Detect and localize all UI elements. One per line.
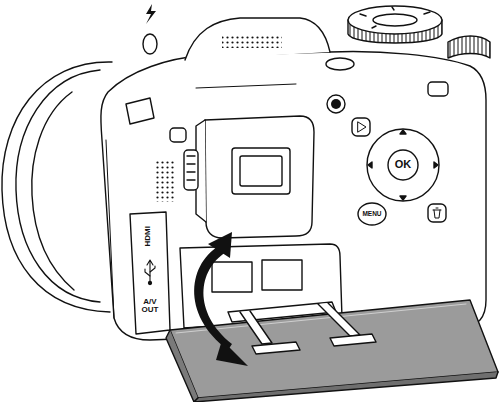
port-cover: [130, 212, 170, 334]
port-label: HDMI: [144, 219, 152, 253]
delete-button: [428, 204, 446, 222]
viewfinder-housing: [185, 18, 330, 88]
strap-lug: [126, 98, 154, 124]
shutter-ring: [326, 58, 354, 70]
function-button: [428, 82, 448, 96]
display-button: [170, 128, 186, 142]
playback-button: [352, 118, 370, 136]
menu-button: [358, 203, 386, 225]
speaker: [154, 160, 176, 202]
button-label: OK: [390, 159, 416, 171]
eyepiece: [184, 116, 314, 238]
port-label: A/V OUT: [137, 298, 163, 315]
camera-body: [101, 52, 486, 340]
directional-pad: [367, 129, 439, 201]
rotation-arrow: [194, 232, 248, 366]
flash-button: [143, 34, 157, 54]
record-button: [327, 95, 345, 113]
command-dial: [448, 36, 490, 58]
lcd-panel: [166, 300, 498, 402]
usb-symbol: [145, 260, 155, 285]
mode-dial: [348, 6, 442, 43]
button-label: MENU: [359, 211, 385, 218]
hinge-bracket: [228, 302, 376, 354]
flash-symbol: [146, 4, 156, 24]
lens: [2, 62, 112, 312]
